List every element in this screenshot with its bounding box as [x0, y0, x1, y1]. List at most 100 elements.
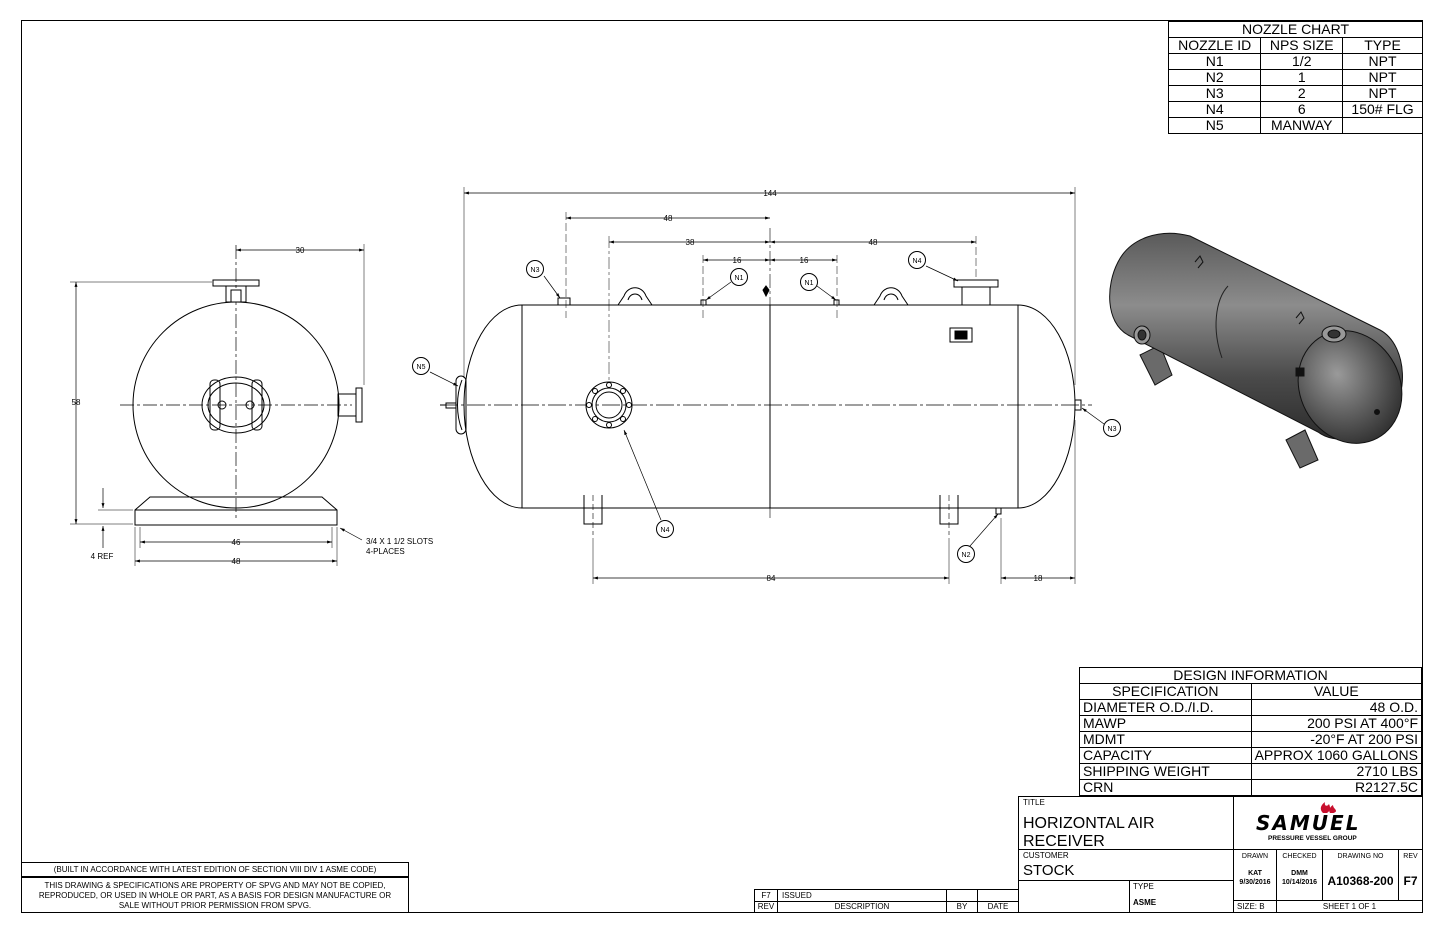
customer-value: STOCK: [1023, 862, 1075, 879]
spec-value: 200 PSI AT 400°F: [1250, 715, 1423, 732]
revision-header-date: DATE: [977, 901, 1019, 913]
nozzle-size: 1/2: [1260, 53, 1344, 70]
revision-description: ISSUED: [782, 891, 812, 900]
table-row: N1 1/2 NPT: [1167, 53, 1423, 70]
dim-right-end: 18: [1034, 574, 1043, 583]
revision-header: DESCRIPTION: [834, 902, 890, 911]
nozzle-id: N2: [1167, 69, 1262, 86]
slot-note-1: 3/4 X 1 1/2 SLOTS: [366, 537, 433, 546]
table-row: MDMT-20°F AT 200 PSI: [1079, 731, 1423, 748]
drawing-no-label: DRAWING NO: [1337, 853, 1384, 860]
property-note-box: THIS DRAWING & SPECIFICATIONS ARE PROPER…: [21, 877, 409, 913]
spec-value: 2710 LBS: [1250, 763, 1423, 780]
nozzle-size: 1: [1260, 69, 1344, 86]
revision-header-rev: REV: [754, 901, 778, 913]
drawn-label: DRAWN: [1241, 853, 1269, 860]
checked-by: DMM: [1291, 870, 1308, 877]
company-subtitle: PRESSURE VESSEL GROUP: [1268, 835, 1357, 842]
nozzle-chart-header: NOZZLE ID: [1167, 37, 1262, 54]
drawing-no-cell: DRAWING NO A10368-200: [1322, 849, 1399, 901]
dim-end-base: 48: [232, 557, 241, 566]
drawing-border: [21, 20, 1423, 913]
blank-cell: [1018, 880, 1130, 913]
dim-overall: 144: [763, 189, 777, 198]
sheet-size: SIZE: B: [1237, 902, 1265, 911]
spec-value: APPROX 1060 GALLONS: [1250, 747, 1423, 764]
property-note: THIS DRAWING & SPECIFICATIONS ARE PROPER…: [38, 881, 392, 910]
checked-label: CHECKED: [1282, 853, 1317, 860]
slot-note-2: 4-PLACES: [366, 547, 405, 556]
drawn-cell: DRAWN KAT 9/30/2016: [1233, 849, 1277, 901]
customer-cell: CUSTOMER STOCK: [1018, 849, 1234, 881]
dim-end-ref: 4 REF: [91, 552, 114, 561]
dim-n1-right: 16: [800, 256, 809, 265]
callout-n3-end: N3: [1108, 426, 1117, 433]
design-info-header: SPECIFICATION: [1079, 683, 1252, 700]
table-row: N4 6 150# FLG: [1167, 101, 1423, 118]
dim-end-slot-span: 46: [232, 538, 241, 547]
nozzle-id: N5: [1167, 117, 1262, 134]
customer-label: CUSTOMER: [1023, 851, 1069, 860]
nozzle-size: 6: [1260, 101, 1344, 118]
nozzle-type: 150# FLG: [1342, 101, 1423, 118]
rev-value: F7: [1403, 874, 1418, 888]
side-view: [412, 187, 1121, 584]
nozzle-chart-header: TYPE: [1342, 37, 1423, 54]
revision-header: BY: [956, 902, 968, 911]
sheet-number: SHEET 1 OF 1: [1322, 902, 1377, 911]
revision-header: DATE: [987, 902, 1009, 911]
revision-header-by: BY: [946, 901, 978, 913]
nozzle-size: MANWAY: [1260, 117, 1344, 134]
type-value: ASME: [1133, 898, 1157, 907]
dim-end-height: 58: [72, 398, 81, 407]
logo-cell: SAMUEL PRESSURE VESSEL GROUP: [1233, 796, 1423, 850]
end-view-labels: 30 58 4 REF 46 48 3/4 X 1 1/2 SLOTS 4-PL…: [72, 246, 434, 566]
table-row: N5 MANWAY: [1167, 117, 1423, 134]
spec-value: -20°F AT 200 PSI: [1250, 731, 1423, 748]
nozzle-id: N1: [1167, 53, 1262, 70]
nozzle-type: NPT: [1342, 69, 1423, 86]
asme-note-box: (BUILT IN ACCORDANCE WITH LATEST EDITION…: [21, 862, 409, 877]
spec-label: MDMT: [1079, 731, 1252, 748]
nozzle-id: N4: [1167, 101, 1262, 118]
end-view: [70, 244, 365, 566]
drawn-date: 9/30/2016: [1239, 879, 1271, 886]
checked-date: 10/14/2016: [1281, 879, 1318, 886]
dim-end-width-top: 30: [296, 246, 305, 255]
dim-n4-to-center: 38: [686, 238, 695, 247]
design-info-table: DESIGN INFORMATION SPECIFICATION VALUE D…: [1079, 667, 1423, 796]
spec-label: CRN: [1079, 779, 1252, 796]
spec-value: R2127.5C: [1250, 779, 1423, 796]
spec-label: MAWP: [1079, 715, 1252, 732]
isometric-view: [1109, 232, 1403, 469]
dim-n1-left: 16: [733, 256, 742, 265]
sheet-cell: SHEET 1 OF 1: [1276, 900, 1423, 913]
nozzle-size: 2: [1260, 85, 1344, 102]
type-label: TYPE: [1133, 882, 1154, 891]
callout-n1-right: N1: [805, 280, 814, 287]
callout-n1-left: N1: [735, 275, 744, 282]
type-cell: TYPE ASME: [1129, 880, 1234, 913]
drawing-no: A10368-200: [1327, 874, 1394, 888]
drawn-by: KAT: [1248, 870, 1262, 877]
asme-note: (BUILT IN ACCORDANCE WITH LATEST EDITION…: [53, 865, 377, 874]
spec-label: SHIPPING WEIGHT: [1079, 763, 1252, 780]
drawing-title: HORIZONTAL AIR RECEIVER: [1023, 815, 1155, 850]
table-row: DIAMETER O.D./I.D.48 O.D.: [1079, 699, 1423, 716]
nozzle-type: NPT: [1342, 53, 1423, 70]
dim-n3-to-center: 48: [664, 214, 673, 223]
dim-center-to-n4: 48: [869, 238, 878, 247]
table-row: N2 1 NPT: [1167, 69, 1423, 86]
title-cell: TITLE HORIZONTAL AIR RECEIVER: [1018, 796, 1234, 850]
nozzle-id: N3: [1167, 85, 1262, 102]
callout-n2: N2: [962, 552, 971, 559]
size-cell: SIZE: B: [1233, 900, 1277, 913]
revision-rev: F7: [761, 891, 771, 900]
nozzle-chart-title: NOZZLE CHART: [1168, 21, 1423, 38]
rev-cell: REV F7: [1398, 849, 1423, 901]
callout-n4-top: N4: [913, 258, 922, 265]
spec-label: DIAMETER O.D./I.D.: [1079, 699, 1252, 716]
